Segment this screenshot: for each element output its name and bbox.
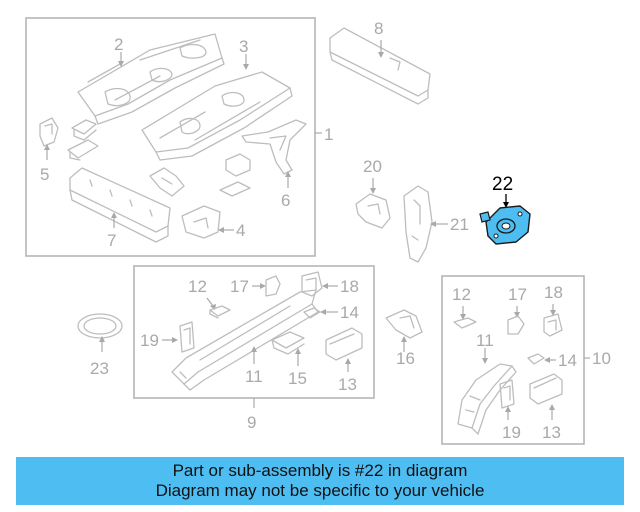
part-18-bracket-right — [543, 313, 563, 337]
callout-10: 10 — [592, 349, 611, 368]
part-2-front-floor-pan — [77, 33, 225, 125]
part-11-sill-rail-right — [457, 363, 517, 435]
callout-15: 15 — [288, 369, 307, 388]
part-23-plug — [77, 313, 123, 339]
callout-11a: 11 — [245, 367, 263, 386]
group-box-10 — [441, 275, 585, 445]
part-17-bracket — [265, 275, 281, 297]
group-box-1 — [25, 17, 316, 257]
part-21-pillar — [403, 185, 433, 263]
callout-6: 6 — [281, 191, 290, 210]
part-18-bracket — [301, 271, 323, 297]
callout-12a: 12 — [188, 277, 207, 296]
callout-13a: 13 — [338, 375, 357, 394]
info-banner: Part or sub-assembly is #22 in diagram D… — [16, 457, 624, 505]
part-12-clip-right — [453, 317, 477, 329]
callout-2: 2 — [114, 35, 123, 54]
part-7-side-rail — [69, 167, 171, 243]
callout-17a: 17 — [230, 277, 249, 296]
part-3-rear-floor-pan — [141, 71, 293, 161]
callout-19b: 19 — [502, 423, 521, 442]
callout-21: 21 — [450, 215, 469, 234]
callout-8: 8 — [374, 19, 383, 38]
callout-12b: 12 — [452, 285, 471, 304]
part-19-bracket — [179, 321, 195, 353]
callout-22: 22 — [492, 174, 513, 195]
callout-14b: 14 — [558, 351, 577, 370]
part-17-bracket-right — [507, 315, 525, 335]
callout-3: 3 — [239, 37, 248, 56]
callout-23: 23 — [90, 359, 109, 378]
part-19-bracket-right — [499, 379, 515, 409]
callout-13b: 13 — [542, 423, 561, 442]
callout-1: 1 — [324, 125, 333, 144]
part-14-clip — [303, 307, 321, 319]
callout-17b: 17 — [508, 285, 527, 304]
part-16-bracket — [385, 309, 423, 339]
part-22-mounting-bracket — [479, 205, 531, 245]
part-20-bracket — [355, 193, 391, 229]
callout-19a: 19 — [140, 331, 159, 350]
callout-4: 4 — [236, 221, 245, 240]
part-4-bracket — [181, 205, 221, 239]
part-15-plate — [271, 331, 305, 355]
banner-line-2: Diagram may not be specific to your vehi… — [155, 481, 485, 500]
callout-20: 20 — [363, 157, 382, 176]
part-8-crossbar — [329, 27, 431, 105]
callout-18b: 18 — [544, 283, 563, 302]
part-6-cross-member — [241, 119, 307, 175]
callout-16: 16 — [396, 349, 415, 368]
part-13-reinforcement — [325, 327, 363, 361]
banner-line-1: Part or sub-assembly is #22 in diagram — [172, 461, 468, 480]
part-14-clip-right — [527, 353, 545, 365]
callout-5: 5 — [40, 165, 49, 184]
callout-7: 7 — [107, 231, 116, 250]
part-12-clip — [209, 305, 231, 319]
callout-18a: 18 — [340, 277, 359, 296]
callout-14a: 14 — [340, 303, 359, 322]
part-13-reinforcement-right — [529, 373, 563, 405]
part-5-bracket — [39, 117, 59, 147]
callout-9: 9 — [247, 413, 256, 432]
callout-11b: 11 — [476, 331, 494, 350]
